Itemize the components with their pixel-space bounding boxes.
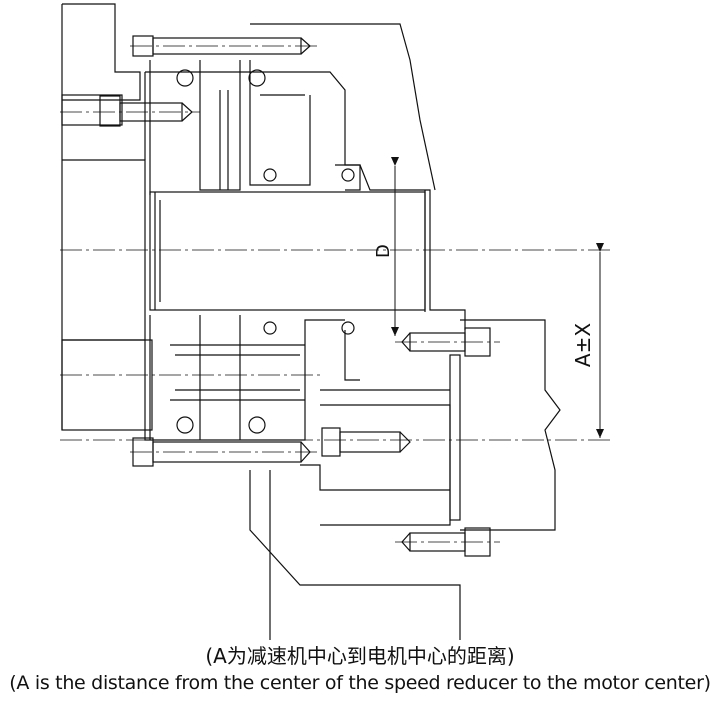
dimension-a-label: A±X bbox=[571, 323, 595, 367]
output-shaft bbox=[149, 191, 426, 311]
reducer-cross-section-drawing: D A±X bbox=[60, 3, 610, 640]
motor-flange bbox=[320, 404, 451, 526]
gearbox-body bbox=[145, 71, 361, 191]
caption-chinese: (A为减速机中心到电机中心的距离) bbox=[205, 644, 515, 668]
coupling-bolt bbox=[321, 427, 411, 457]
right-housing bbox=[250, 23, 436, 191]
dimension-d-label: D bbox=[373, 244, 394, 258]
caption-english: (A is the distance from the center of th… bbox=[9, 672, 711, 694]
housing-outline bbox=[62, 3, 141, 101]
